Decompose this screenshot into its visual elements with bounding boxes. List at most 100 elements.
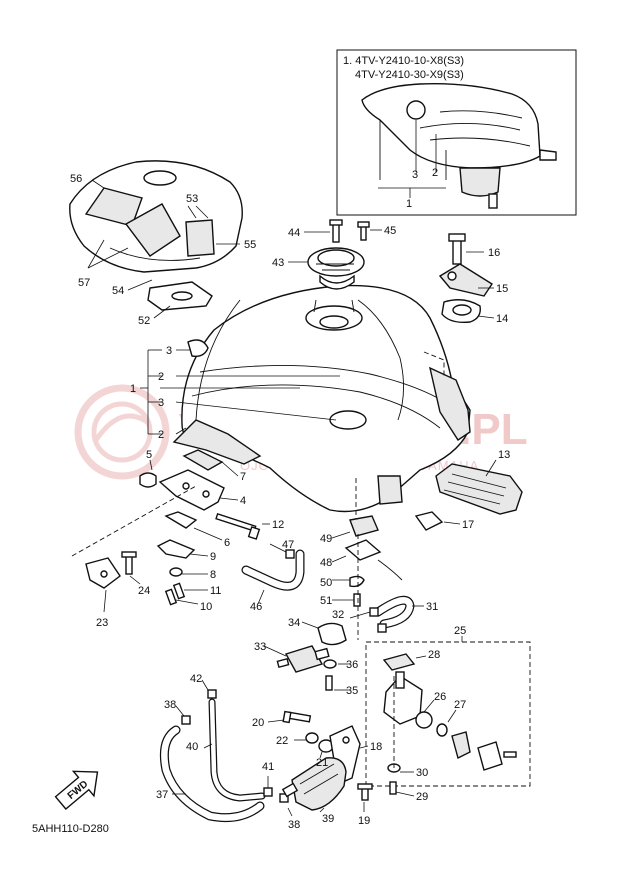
callout-35: 35 — [346, 685, 358, 697]
inset-callout-3: 3 — [412, 169, 418, 181]
callout-54: 54 — [112, 285, 124, 297]
clip-32b — [377, 623, 387, 633]
inset-tank-cover — [361, 83, 541, 169]
callout-3-upper: 3 — [166, 345, 172, 357]
callout-45: 45 — [384, 225, 396, 237]
hose-31-assembly — [349, 595, 424, 633]
callout-41: 41 — [262, 761, 274, 773]
inset-line-2: 4TV-Y2410-30-X9(S3) — [355, 69, 464, 81]
inset-callout-1: 1 — [406, 198, 412, 210]
collar-9 — [156, 539, 196, 559]
callout-2-lower: 2 — [158, 429, 164, 441]
damper-5 — [139, 472, 157, 488]
fuel-cap-assembly — [288, 219, 382, 290]
callout-27: 27 — [454, 699, 466, 711]
callout-43: 43 — [272, 257, 284, 269]
bolt-10 — [164, 588, 178, 606]
inset-callout-2: 2 — [432, 167, 438, 179]
washer-8 — [169, 567, 183, 577]
bracket-34 — [317, 622, 347, 646]
callout-20: 20 — [252, 717, 264, 729]
forward-arrow: FWD — [54, 770, 99, 810]
protector-13 — [435, 463, 523, 515]
tank-callout-bracket — [140, 339, 340, 435]
callout-38-lower: 38 — [288, 819, 300, 831]
plate-49 — [349, 515, 379, 537]
screw-29 — [389, 781, 397, 795]
callout-53: 53 — [186, 193, 198, 205]
bracket-4 — [158, 469, 225, 511]
callout-19: 19 — [358, 815, 370, 827]
callout-26: 26 — [434, 691, 446, 703]
callout-37: 37 — [156, 789, 168, 801]
callout-55: 55 — [244, 239, 256, 251]
callout-44: 44 — [288, 227, 300, 239]
bracket-15 — [438, 263, 493, 297]
callout-48: 48 — [320, 557, 332, 569]
clip-32a — [369, 607, 379, 617]
grommet-22 — [305, 732, 319, 744]
grommet-50 — [349, 575, 365, 588]
callout-46: 46 — [250, 601, 262, 613]
callout-32: 32 — [332, 609, 344, 621]
bolt-35 — [325, 675, 333, 691]
callout-14: 14 — [496, 313, 508, 325]
callout-8: 8 — [210, 569, 216, 581]
hose-lines-bottom-left — [159, 679, 293, 823]
vent-valve-assembly — [438, 233, 495, 324]
callout-6: 6 — [224, 537, 230, 549]
callout-21: 21 — [316, 757, 328, 769]
callout-34: 34 — [288, 617, 300, 629]
fuel-pump-assembly — [267, 710, 373, 813]
damper-6 — [164, 511, 198, 529]
callout-10: 10 — [200, 601, 212, 613]
bolt-16 — [452, 237, 462, 265]
tank-shroud-assembly — [69, 160, 243, 319]
callout-50: 50 — [320, 577, 332, 589]
fuel-tank — [172, 284, 471, 520]
callout-9: 9 — [210, 551, 216, 563]
callout-3-lower: 3 — [158, 397, 164, 409]
fuel-cock-box — [365, 636, 531, 797]
callout-39: 39 — [322, 813, 334, 825]
tank-mount-hardware — [139, 449, 270, 606]
bracket-23-assembly — [71, 485, 197, 613]
callout-16: 16 — [488, 247, 500, 259]
callout-12: 12 — [272, 519, 284, 531]
inset-line-1: 1. 4TV-Y2410-10-X8(S3) — [343, 55, 464, 67]
callout-30: 30 — [416, 767, 428, 779]
inset-box: 1. 4TV-Y2410-10-X8(S3) 4TV-Y2410-30-X9(S… — [336, 49, 577, 216]
clip-41 — [263, 787, 273, 797]
callout-18: 18 — [370, 741, 382, 753]
callout-17: 17 — [462, 519, 474, 531]
callout-47: 47 — [282, 539, 294, 551]
bolt-11 — [172, 582, 186, 600]
callout-42: 42 — [190, 673, 202, 685]
callout-51: 51 — [320, 595, 332, 607]
callout-22: 22 — [276, 735, 288, 747]
inset-cap-hole — [406, 100, 426, 120]
fuel-filter-assembly — [263, 621, 348, 691]
callout-52: 52 — [138, 315, 150, 327]
hose-46 — [241, 549, 305, 605]
fuel-filter-33 — [284, 645, 324, 673]
callout-31: 31 — [426, 601, 438, 613]
clip-17 — [414, 511, 444, 531]
clip-42 — [207, 689, 217, 699]
callout-labels: 56 53 55 57 54 52 44 45 43 16 15 14 3 2 … — [70, 173, 510, 831]
callout-2-upper: 2 — [158, 371, 164, 383]
callout-38-upper: 38 — [164, 699, 176, 711]
callout-33: 33 — [254, 641, 266, 653]
seal-26 — [415, 711, 433, 729]
callout-40: 40 — [186, 741, 198, 753]
screw-51 — [353, 593, 361, 607]
clip-38a — [181, 715, 191, 725]
grommet-36 — [323, 659, 337, 669]
callout-36: 36 — [346, 659, 358, 671]
inset-pump-housing — [459, 167, 501, 197]
lever-plate — [477, 741, 503, 771]
sender-assembly — [269, 515, 403, 640]
callout-49: 49 — [320, 533, 332, 545]
